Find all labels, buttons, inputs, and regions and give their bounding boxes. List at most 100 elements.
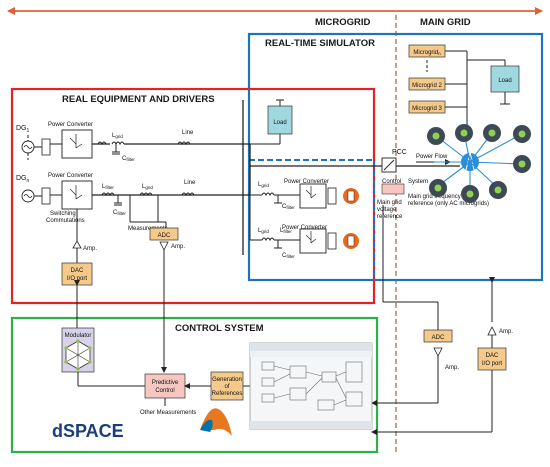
predictive-control-box <box>144 373 186 399</box>
control-system-title: CONTROL SYSTEM <box>175 323 264 334</box>
dgn-branch: DGn Power Converter Lfilter Cfilter Lgri… <box>16 173 250 248</box>
svg-text:Lgrid: Lgrid <box>258 182 269 188</box>
main-grid-label: MAIN GRID <box>420 17 471 28</box>
predictive-line1: Predictive <box>152 380 179 386</box>
real-equipment-section <box>10 87 376 305</box>
control-system-relay-box <box>381 183 405 195</box>
modulator-label: Modulator <box>65 333 92 339</box>
adc-right-box <box>423 329 453 343</box>
sim-inductor-2-icon <box>261 237 275 242</box>
matlab-logo-icon <box>200 408 232 436</box>
sim-cfilter1-label: C <box>282 204 287 210</box>
adc-middle-box <box>149 227 179 241</box>
simulink-screenshot-panel <box>249 342 373 430</box>
adc-right-label: ADC <box>432 335 445 341</box>
sim-load-box <box>267 105 293 135</box>
amp-left-icon <box>72 240 82 249</box>
main-grid-hub <box>427 124 531 203</box>
svg-text:Lfilter: Lfilter <box>280 228 292 234</box>
adc-middle-label: ADC <box>158 233 171 239</box>
amp-right-down-label: Amp. <box>445 365 459 371</box>
lgrid1-label: L <box>112 133 116 139</box>
amp-right-up-icon <box>487 326 497 336</box>
sim-inductor-1-icon <box>261 192 275 197</box>
line1-impedance-icon <box>177 141 191 146</box>
sim-pc4-label: Power Converter <box>282 225 327 231</box>
dg1-sub: 1 <box>27 128 30 134</box>
predictive-line2: Control <box>155 388 174 394</box>
lfilter-label: L <box>102 184 106 190</box>
sim-lgrid2-label: L <box>258 228 262 234</box>
mgvr-line3: reference <box>377 214 403 220</box>
power-flow-label: Power Flow <box>416 154 448 160</box>
svg-text:Lgrid: Lgrid <box>258 228 269 234</box>
sim-lgrid1-label: L <box>258 182 262 188</box>
microgrid-2-label: Microgrid 2 <box>412 83 442 89</box>
lgrid1-inductor-icon <box>97 141 107 146</box>
sim-cfilter2-label: C <box>282 253 287 259</box>
pc2-label: Power Converter <box>48 173 93 179</box>
line2-label: Line <box>184 180 196 186</box>
dspace-logo: dSPACE <box>52 421 124 441</box>
real-equipment-title: REAL EQUIPMENT AND DRIVERS <box>62 94 215 105</box>
lgrid2-label: L <box>142 184 146 190</box>
dac-left-line1: DAC <box>71 268 84 274</box>
amp-middle-label: Amp. <box>171 244 185 250</box>
main-grid-load-box <box>490 65 520 93</box>
sim-load-label: Load <box>273 120 286 126</box>
generation-references-box <box>210 371 244 401</box>
mgvr-line1: Main grid <box>377 200 402 206</box>
dac-right-line1: DAC <box>486 353 499 359</box>
simulator-dashed-region <box>249 159 375 280</box>
svg-text:Cfilter: Cfilter <box>282 253 295 259</box>
amp-left-label: Amp. <box>83 246 97 252</box>
svg-text:DGn: DGn <box>16 175 30 184</box>
svg-text:Lgrid: Lgrid <box>142 184 153 190</box>
control-system-section <box>10 316 379 454</box>
svg-text:Cfilter: Cfilter <box>282 204 295 210</box>
generation-line1: Generation <box>212 377 242 383</box>
line2-impedance-icon <box>181 192 195 197</box>
dgn-label: DG <box>16 175 27 182</box>
pc2-converter-icon <box>61 180 93 210</box>
other-measurements-label: Other Measurements <box>140 410 196 416</box>
amp-right-down-icon <box>433 347 443 357</box>
svg-text:DG1: DG1 <box>16 125 30 134</box>
amp-middle-icon <box>159 241 169 251</box>
pc1-label: Power Converter <box>48 122 93 128</box>
cfilter1-label: C <box>122 156 127 162</box>
generation-line3: References <box>212 391 243 397</box>
dg1-label: DG <box>16 125 27 132</box>
dac-left-line2: I/O port <box>67 276 87 282</box>
cfilter2-label: C <box>113 210 118 216</box>
generation-line2: of <box>224 384 229 390</box>
main-grid-load-label: Load <box>498 78 511 84</box>
dg1-branch: DG1 Power Converter Lgrid Cfilter Line <box>16 122 250 162</box>
svg-text:Cfilter: Cfilter <box>113 210 126 216</box>
switching-label: Switching <box>50 211 76 217</box>
lgrid2-inductor-icon <box>139 192 153 197</box>
mgfr-line1: Main grid frequency <box>408 194 461 200</box>
real-time-simulator-title: REAL-TIME SIMULATOR <box>265 38 375 49</box>
mgvr-line2: voltage <box>377 207 397 213</box>
svg-text:Lgrid: Lgrid <box>112 133 123 139</box>
control-label: Control <box>382 179 401 185</box>
commutations-label: Commutations <box>46 218 85 224</box>
svg-text:Lfilter: Lfilter <box>102 184 114 190</box>
amp-right-up-label: Amp. <box>499 329 513 335</box>
real-time-simulator-section <box>247 32 544 282</box>
svg-text:Cfilter: Cfilter <box>122 156 135 162</box>
dgn-vdc-capacitor <box>41 187 51 205</box>
microgrid-3-label: Microgrid 3 <box>412 106 442 112</box>
line1-label: Line <box>182 130 194 136</box>
system-label: System <box>408 179 428 185</box>
dac-right-line2: I/O port <box>482 361 502 367</box>
sim-lfilter2-label: L <box>280 228 284 234</box>
sim-pc3-label: Power Converter <box>284 179 329 185</box>
svg-text:Microgridn: Microgridn <box>413 50 441 56</box>
pc1-converter-icon <box>61 129 93 159</box>
mgfr-line2: reference (only AC microgrids) <box>408 201 489 207</box>
pcc-label: PCC <box>392 149 407 156</box>
